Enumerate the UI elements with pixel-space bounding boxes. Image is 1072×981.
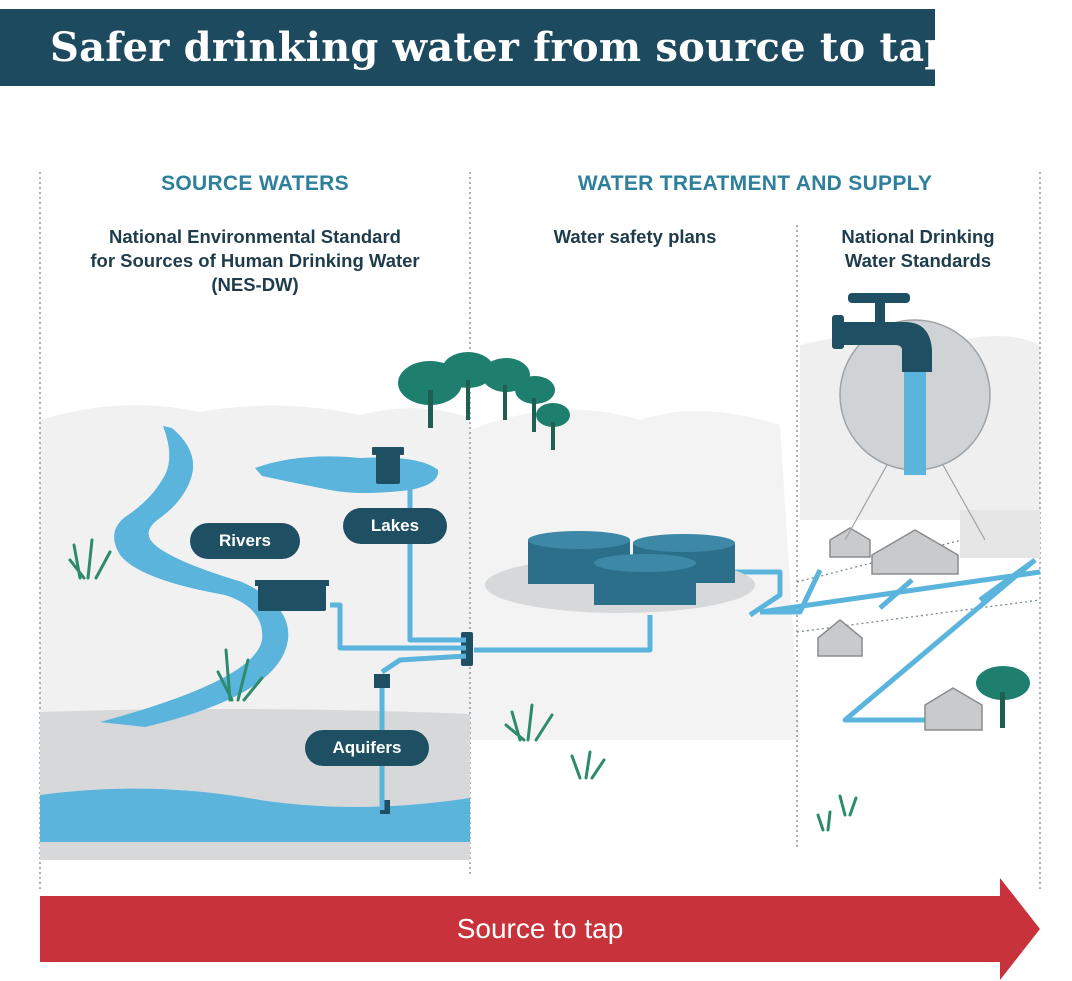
rivers-label: Rivers xyxy=(190,523,300,559)
aquifers-label: Aquifers xyxy=(305,730,429,766)
nes-dw-standard: National Environmental Standard for Sour… xyxy=(40,225,470,297)
dws-line-1: National Drinking xyxy=(841,226,995,247)
river xyxy=(100,426,289,727)
source-to-tap-arrow xyxy=(40,878,1040,980)
source-to-tap-label: Source to tap xyxy=(456,913,624,944)
nes-dw-line-2: for Sources of Human Drinking Water xyxy=(90,250,420,271)
grass xyxy=(68,538,858,832)
dws-line-2: Water Standards xyxy=(844,250,992,271)
trees xyxy=(398,352,1030,728)
page-title: Safer drinking water from source to tap xyxy=(50,24,953,71)
drinking-water-standards: National Drinking Water Standards xyxy=(800,225,1036,273)
lakes-label: Lakes xyxy=(343,508,447,544)
water-safety-plans: Water safety plans xyxy=(553,226,717,247)
tap xyxy=(832,293,991,541)
nes-dw-line-3: (NES-DW) xyxy=(211,274,299,295)
treatment-tanks xyxy=(485,531,755,613)
source-waters-heading: SOURCE WATERS xyxy=(161,172,349,195)
treatment-supply-heading: WATER TREATMENT AND SUPPLY xyxy=(577,172,933,195)
pipes xyxy=(330,480,1041,810)
nes-dw-line-1: National Environmental Standard xyxy=(109,226,401,247)
title-banner xyxy=(0,9,935,86)
